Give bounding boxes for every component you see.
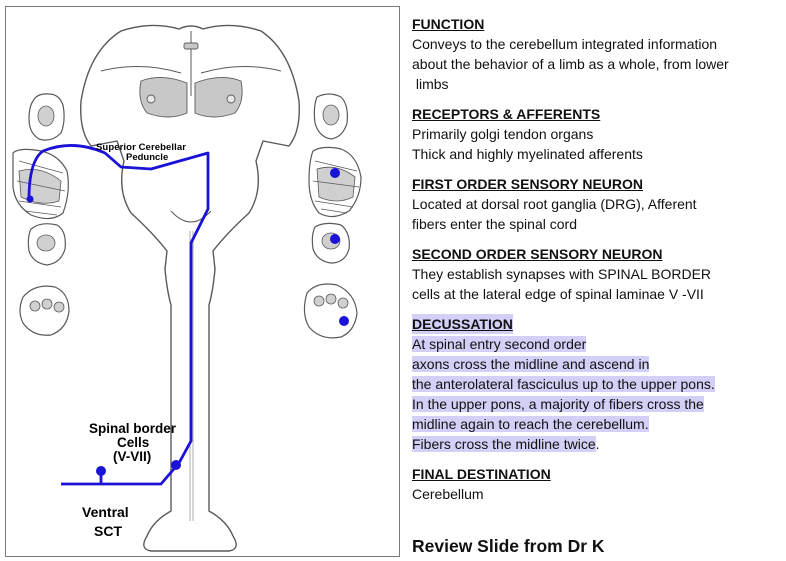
section-heading: SECOND ORDER SENSORY NEURON <box>412 246 663 262</box>
section-final-destination: FINAL DESTINATION Cerebellum <box>412 464 782 504</box>
section-line: Cerebellum <box>412 486 484 502</box>
section-heading: RECEPTORS & AFFERENTS <box>412 106 601 122</box>
section-line: In the upper pons, a majority of fibers … <box>412 396 704 412</box>
section-line: the anterolateral fasciculus up to the u… <box>412 376 715 392</box>
text-panel: FUNCTION Conveys to the cerebellum integ… <box>412 14 782 514</box>
section-second-order: SECOND ORDER SENSORY NEURON They establi… <box>412 244 782 304</box>
spinal-border-cell-dot <box>96 466 106 476</box>
label-superior-cerebellar: Superior Cerebellar <box>96 142 187 153</box>
section-line: At spinal entry second order <box>412 336 587 352</box>
label-ventral: Ventral <box>82 504 129 520</box>
left-spinal-section <box>19 285 70 336</box>
section-line: Fibers cross the midline twice <box>412 436 596 452</box>
right-spinal-section <box>303 283 358 339</box>
section-line: Conveys to the cerebellum integrated inf… <box>412 36 718 52</box>
section-first-order: FIRST ORDER SENSORY NEURON Located at do… <box>412 174 782 234</box>
section-line: Primarily golgi tendon organs <box>412 126 594 142</box>
label-sct: SCT <box>94 523 122 539</box>
section-decussation: DECUSSATION At spinal entry second order… <box>412 314 782 454</box>
right-spinal-dot <box>339 316 349 326</box>
sct-ascending-path <box>27 144 210 486</box>
section-heading: FUNCTION <box>412 16 485 32</box>
cerebellum-dot <box>26 195 34 203</box>
right-medulla-dot <box>330 234 340 244</box>
section-line-period: . <box>595 436 600 452</box>
right-pons-dot <box>330 168 340 178</box>
section-line: fibers enter the spinal cord <box>412 216 577 232</box>
section-line: axons cross the midline and ascend in <box>412 356 650 372</box>
review-slide-title: Review Slide from Dr K <box>412 536 605 556</box>
label-cells: Cells <box>117 435 150 450</box>
section-receptors: RECEPTORS & AFFERENTS Primarily golgi te… <box>412 104 782 164</box>
label-peduncle: Peduncle <box>126 152 169 163</box>
crossing-dot <box>171 460 181 470</box>
section-line: Located at dorsal root ganglia (DRG), Af… <box>412 196 697 212</box>
section-line: midline again to reach the cerebellum. <box>412 416 649 432</box>
section-heading: FINAL DESTINATION <box>412 466 551 482</box>
ventral-sct-pathway-diagram <box>12 24 362 552</box>
section-function: FUNCTION Conveys to the cerebellum integ… <box>412 14 782 94</box>
section-line: Thick and highly myelinated afferents <box>412 146 643 162</box>
label-spinal-border: Spinal border <box>89 421 177 436</box>
section-heading: FIRST ORDER SENSORY NEURON <box>412 176 644 192</box>
diagram-panel: Superior Cerebellar Peduncle Spinal bord… <box>5 6 400 557</box>
section-heading: DECUSSATION <box>412 314 513 334</box>
section-line: They establish synapses with SPINAL BORD… <box>412 266 712 282</box>
label-laminae: (V-VII) <box>113 449 152 464</box>
section-line: limbs <box>412 76 449 92</box>
section-line: about the behavior of a limb as a whole,… <box>412 56 729 72</box>
section-line: cells at the lateral edge of spinal lami… <box>412 286 704 302</box>
